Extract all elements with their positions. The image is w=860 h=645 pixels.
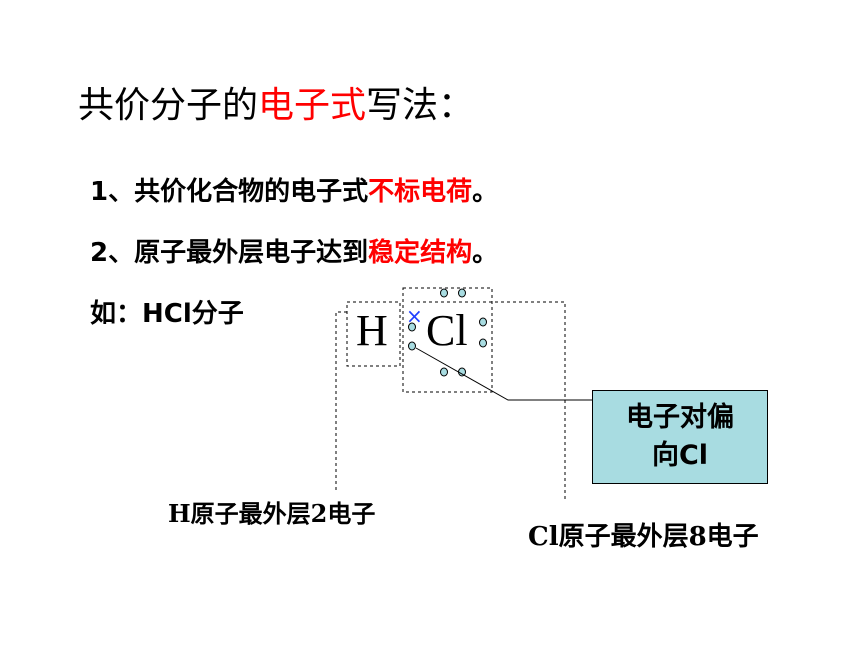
h-shell-label: H原子最外层2电子 — [168, 499, 376, 528]
note-pointer-line — [415, 347, 592, 401]
cl-dot-right-top — [479, 317, 487, 327]
cl-dot-bottom-left — [440, 367, 448, 377]
rule-1-highlight: 不标电荷 — [368, 177, 473, 207]
h-shell-box — [346, 301, 401, 367]
rule-2-suffix: 。 — [472, 238, 499, 268]
cl-dot-bottom-right — [458, 367, 466, 377]
h-symbol: H — [356, 306, 388, 355]
cl-electron-dots — [408, 288, 487, 377]
cl-dot-right-bottom — [479, 338, 487, 348]
h-shell-leader — [335, 311, 347, 492]
cl-dot-left-top — [408, 322, 416, 332]
rule-2-prefix: 2、原子最外层电子达到 — [90, 238, 369, 268]
h-electron-cross: × — [406, 304, 423, 328]
cl-dot-left-bottom — [408, 341, 416, 351]
rule-1-suffix: 。 — [472, 177, 499, 207]
rule-2-highlight: 稳定结构 — [368, 238, 473, 268]
title-highlight: 电子式 — [258, 85, 367, 126]
rule-2: 2、原子最外层电子达到稳定结构。 — [90, 235, 498, 271]
shift-note-box: 电子对偏 向Cl — [592, 390, 768, 484]
cl-shell-label: Cl原子最外层8电子 — [528, 522, 759, 552]
cl-shell-box — [402, 287, 493, 393]
cl-dot-top-right — [458, 288, 466, 298]
example-label: 如：HCl分子 — [90, 299, 244, 329]
cl-dot-top-left — [440, 288, 448, 298]
page-title: 共价分子的电子式写法： — [78, 82, 474, 130]
cl-symbol: Cl — [426, 306, 468, 355]
rule-1-prefix: 1、共价化合物的电子式 — [90, 177, 369, 207]
title-suffix: 写法： — [366, 85, 475, 126]
note-line-1: 电子对偏 — [626, 402, 734, 433]
title-prefix: 共价分子的 — [78, 85, 259, 126]
rule-1: 1、共价化合物的电子式不标电荷。 — [90, 174, 498, 210]
note-line-2: 向Cl — [651, 440, 709, 471]
